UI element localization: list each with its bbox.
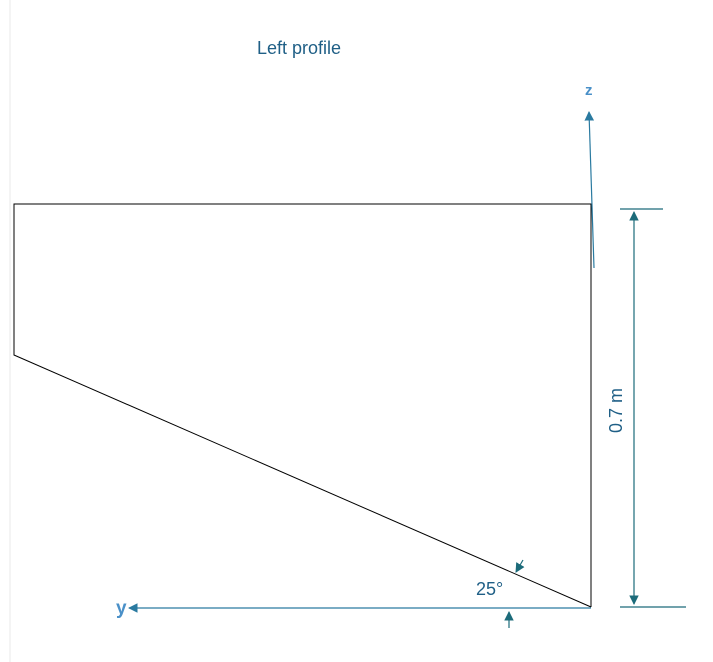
z-axis-line [584, 111, 595, 269]
height-dimension-label: 0.7 m [606, 388, 626, 433]
z-axis-label: z [585, 82, 593, 99]
y-axis-label: y [116, 598, 127, 619]
angle-arrow-upper [515, 559, 525, 573]
angle-label: 25° [476, 579, 503, 599]
diagram-title: Left profile [257, 38, 341, 58]
profile-outline [13, 203, 592, 608]
